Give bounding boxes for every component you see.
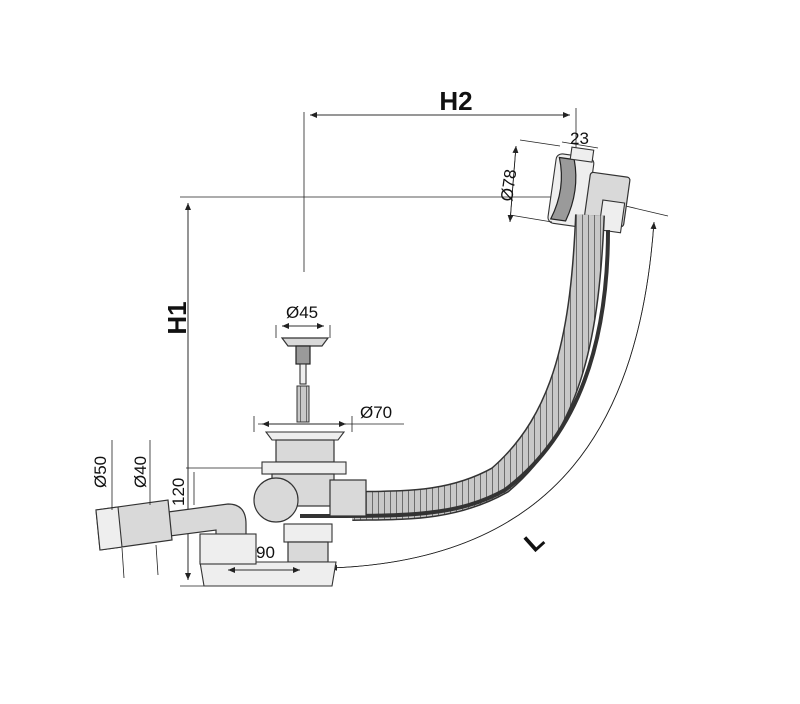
dim-78-label: Ø78 [497,168,520,202]
l-label: L [518,525,550,558]
dim-23-label: 23 [570,129,589,148]
flexible-hose [299,214,610,521]
dim-45-label: Ø45 [286,303,318,322]
dim-70-label: Ø70 [360,403,392,422]
waste-body: Ø70 [199,403,404,587]
dim-120-label: 120 [169,478,188,506]
overflow-head: Ø78 23 [497,129,631,234]
dim-90-label: 90 [256,543,275,562]
drain-plug: Ø45 [275,303,331,423]
h2-dimension: H2 [303,86,577,272]
dim-90: 90 [228,543,300,573]
dim-40-label: Ø40 [131,456,150,488]
dim-50-label: Ø50 [91,456,110,488]
h1-label: H1 [162,301,192,334]
h2-label: H2 [439,86,472,116]
outlet-elbow: Ø50 Ø40 [91,440,257,579]
